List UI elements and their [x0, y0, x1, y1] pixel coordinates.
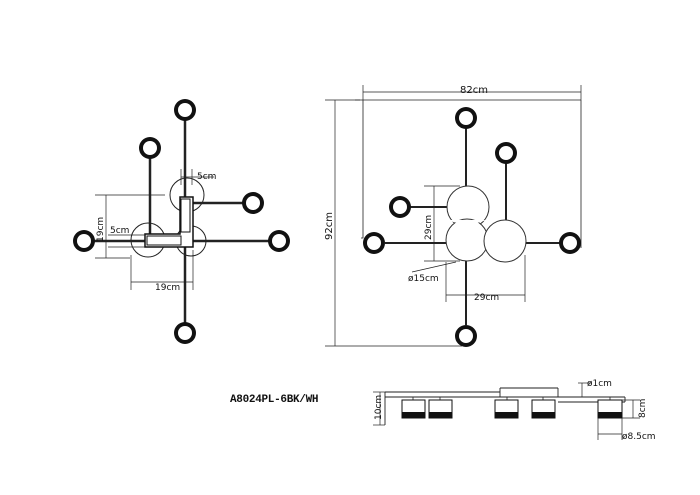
side-view: 10cm ø1cm 8cm [373, 379, 656, 442]
mounting-bracket [144, 196, 194, 248]
dim-19cm-horizontal-label: 19cm [155, 283, 180, 293]
lamp-3 [494, 397, 519, 419]
right-view: 82cm 92cm [324, 85, 582, 347]
model-number: A8024PL-6BK/WH [230, 394, 318, 406]
dim-5cm-left-label: 5cm [110, 226, 129, 236]
ring-left [73, 230, 95, 252]
ring-left [363, 232, 385, 254]
dia-8-5cm-label: ø8.5cm [622, 432, 656, 442]
ring-upper-left [139, 137, 161, 159]
hub-circle-right [483, 219, 527, 263]
ring-top [174, 99, 196, 121]
lamp-2 [428, 397, 453, 419]
hub-circle-left [445, 218, 489, 262]
dim-29cm-vertical-label: 29cm [424, 215, 434, 240]
depth-10cm-label: 10cm [374, 395, 384, 420]
ring-right [268, 230, 290, 252]
dia-1cm-label: ø1cm [587, 379, 612, 389]
dim-5cm-top-label: 5cm [197, 172, 216, 182]
height-92cm-label: 92cm [324, 212, 335, 240]
dim-19cm-vertical-label: 19cm [96, 217, 106, 242]
width-82cm-label: 82cm [460, 85, 488, 96]
left-view: 5cm 19cm 5cm 19cm [73, 99, 290, 344]
ring-right [559, 232, 581, 254]
ring-upper-left [389, 196, 411, 218]
height-8cm-label: 8cm [638, 399, 648, 418]
ring-bottom [455, 325, 477, 347]
lamp-5 [597, 397, 623, 419]
ring-upper-right [495, 142, 517, 164]
lamp-1 [401, 397, 426, 419]
ring-right-upper [242, 192, 264, 214]
ring-bottom [174, 322, 196, 344]
lamp-4 [531, 397, 556, 419]
ring-top [455, 107, 477, 129]
dim-29cm-horizontal-label: 29cm [474, 293, 499, 303]
dia-15cm-label: ø15cm [408, 274, 439, 284]
